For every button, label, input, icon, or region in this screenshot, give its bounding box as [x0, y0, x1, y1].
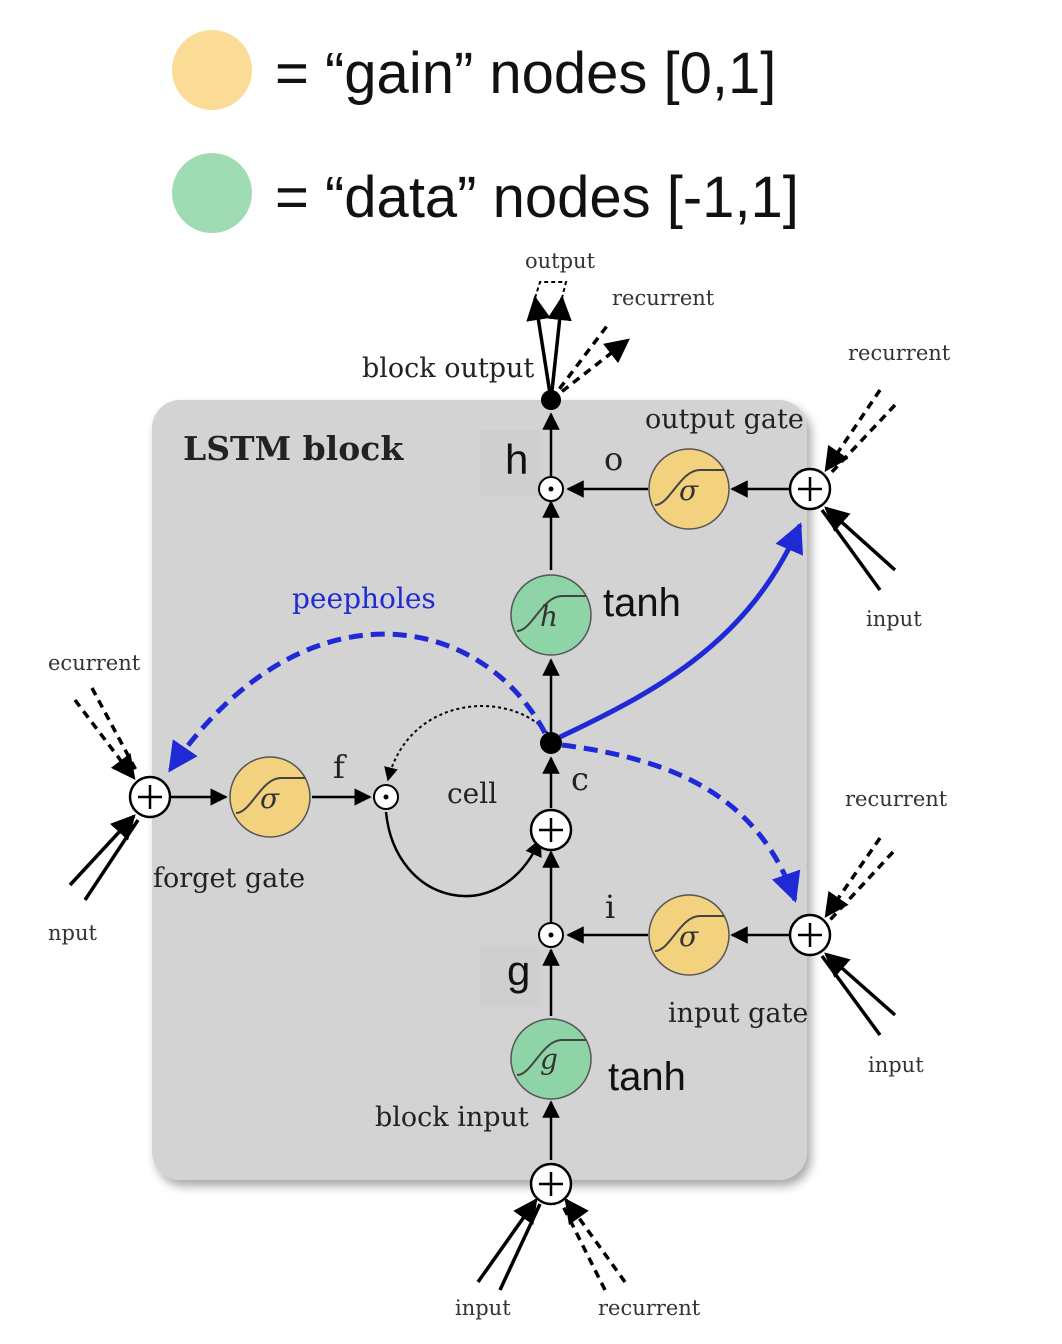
input-label-bottom: input: [455, 1296, 511, 1320]
recurrent-label-top: recurrent: [612, 286, 715, 310]
f-label: f: [333, 748, 347, 786]
data-legend-text: = “data” nodes [-1,1]: [275, 165, 799, 230]
recurrent-label-left: ecurrent: [48, 651, 141, 675]
i-label: i: [605, 888, 615, 926]
cell-tanh-node: h: [510, 574, 592, 656]
data-legend-swatch: [172, 153, 252, 233]
input-multiply-node: [538, 922, 564, 948]
output-gate-node: σ: [648, 448, 730, 530]
forget-gate-node: σ: [229, 756, 311, 838]
input-label-right-top: input: [866, 607, 922, 631]
gain-legend-swatch: [172, 30, 252, 110]
output-gate-sum-node: [788, 467, 832, 511]
svg-text:σ: σ: [260, 782, 280, 815]
output-multiply-node: [538, 476, 564, 502]
svg-text:h: h: [540, 600, 558, 633]
recurrent-label-right-top: recurrent: [848, 341, 951, 365]
forget-multiply-node: [373, 784, 399, 810]
tanh-label-bottom: tanh: [608, 1055, 686, 1099]
cell-state-node: [540, 732, 562, 754]
block-input-sum-node: [529, 1162, 573, 1206]
peephole-to-output: [558, 522, 803, 740]
block-input-tanh-node: g: [510, 1018, 592, 1100]
output-label-top: output: [525, 249, 596, 273]
input-label-right-bottom: input: [868, 1053, 924, 1077]
forget-gate-sum-node: [128, 775, 172, 819]
g-label: g: [507, 947, 530, 994]
gain-legend-text: = “gain” nodes [0,1]: [275, 41, 776, 106]
block-input-label: block input: [375, 1102, 529, 1133]
input-gate-node: σ: [648, 894, 730, 976]
svg-text:g: g: [540, 1043, 558, 1076]
input-gate-label: input gate: [668, 998, 808, 1029]
block-title: LSTM block: [183, 429, 404, 468]
svg-text:σ: σ: [679, 920, 699, 953]
recurrent-label-bottom: recurrent: [598, 1296, 701, 1320]
output-gate-label: output gate: [645, 404, 804, 435]
peephole-to-forget: [167, 631, 548, 773]
tanh-label-top: tanh: [603, 581, 681, 625]
svg-text:σ: σ: [679, 474, 699, 507]
c-label: c: [571, 760, 589, 798]
input-gate-sum-node: [788, 913, 832, 957]
block-output-node: [541, 390, 561, 410]
peephole-to-input: [561, 742, 801, 903]
recurrent-label-right-bottom: recurrent: [845, 787, 948, 811]
o-label: o: [604, 440, 623, 478]
lstm-block-background: [152, 400, 807, 1180]
input-label-left: nput: [48, 921, 97, 945]
block-output-label: block output: [362, 353, 534, 384]
cell-label: cell: [447, 777, 497, 810]
h-label: h: [505, 436, 528, 483]
forget-gate-label: forget gate: [153, 863, 305, 894]
peepholes-label: peepholes: [292, 582, 436, 615]
cell-sum-node: [529, 808, 573, 852]
